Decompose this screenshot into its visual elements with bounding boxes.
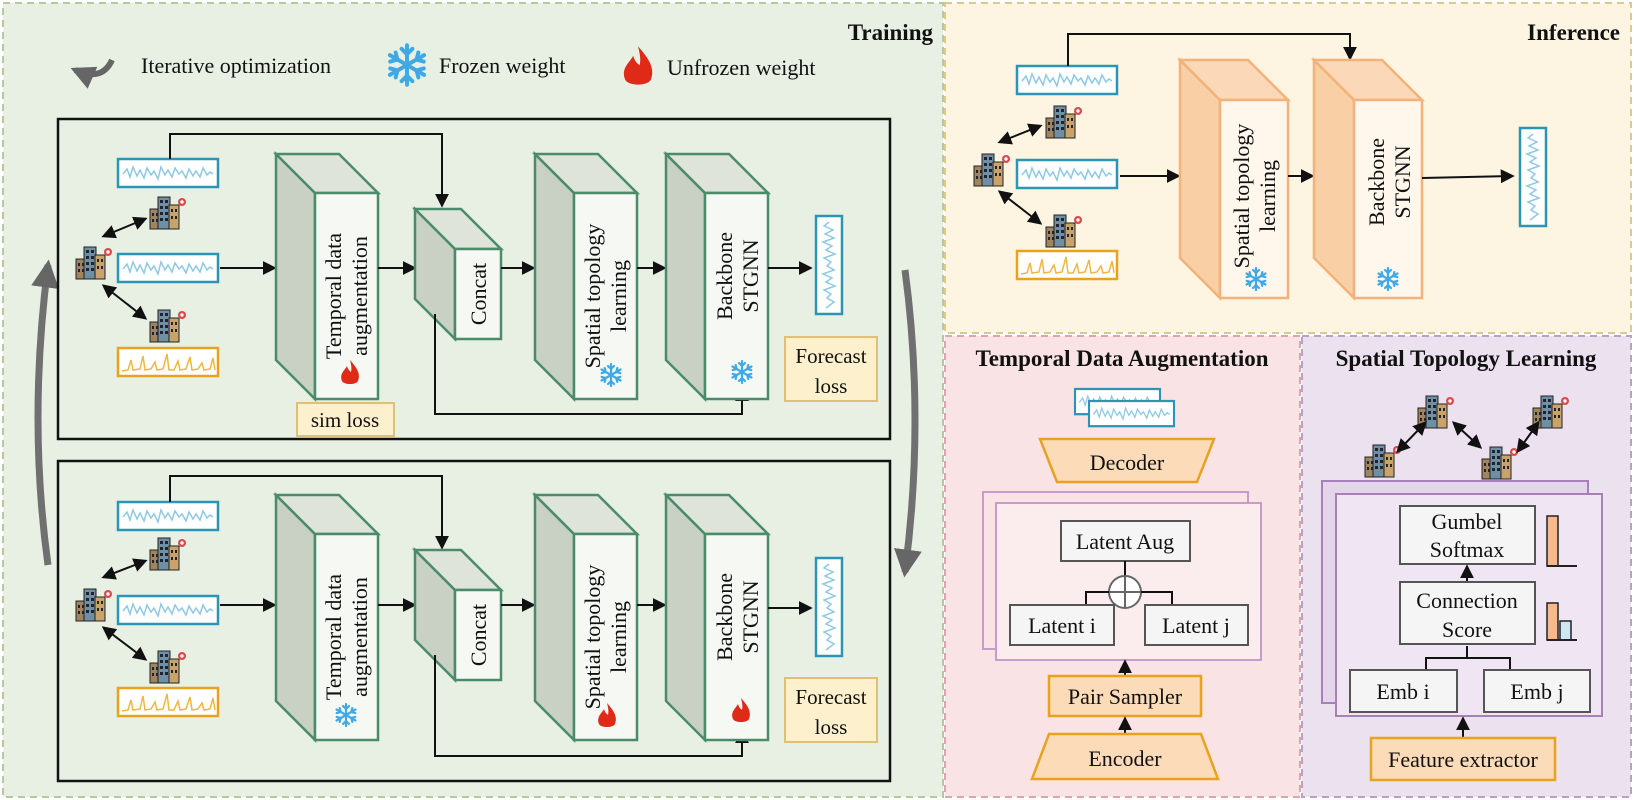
latent-j-label: Latent j	[1162, 613, 1230, 638]
legend-iterative: Iterative optimization	[141, 53, 331, 78]
concat-label-1: Concat	[466, 263, 491, 325]
time-series-icon	[116, 594, 220, 626]
latent-i-box	[1009, 604, 1115, 646]
concat-block-1: Concat	[411, 205, 505, 343]
stl-title: Spatial Topology Learning	[1336, 346, 1597, 371]
temporal-aug-block-1: Temporal data augmentation	[272, 150, 382, 403]
backbone-label-1b: STGNN	[738, 239, 763, 312]
inference-title: Inference	[1527, 20, 1620, 45]
inference-spatial-block: Spatial topology learning	[1176, 56, 1292, 302]
spatial-label-1a: Spatial topology	[580, 224, 605, 369]
spatial-label-1b: learning	[606, 260, 631, 332]
temporal-label-1b: augmentation	[347, 236, 372, 356]
temporal-label-2a: Temporal data	[321, 574, 346, 700]
spatial-block-2: Spatial topology learning	[531, 491, 641, 744]
gumbel-label-b: Softmax	[1430, 537, 1505, 562]
gumbel-bar-icon	[1546, 515, 1577, 567]
forecast-loss-2b: loss	[815, 715, 848, 739]
pair-sampler-box	[1047, 674, 1203, 718]
stage-2: Temporal data augmentation Concat Spatia…	[56, 459, 892, 783]
emb-i-label: Emb i	[1376, 679, 1429, 704]
temporal-label-2b: augmentation	[347, 577, 372, 697]
connection-label-a: Connection	[1416, 588, 1517, 613]
cycle-arrow-down-icon	[894, 269, 922, 578]
time-series-icon	[1518, 126, 1548, 228]
latent-i-label: Latent i	[1028, 613, 1096, 638]
stl-detail: Gumbel Softmax Connection Score Emb i Em…	[1321, 395, 1603, 782]
time-series-icon	[116, 686, 220, 718]
inference-backbone-label-a: Backbone	[1364, 138, 1389, 226]
forecast-loss-box-1	[784, 336, 878, 402]
time-series-icon	[1087, 399, 1176, 428]
time-series-icon	[1015, 158, 1119, 190]
inference-backbone-label-b: STGNN	[1390, 145, 1415, 218]
time-series-icon	[1015, 249, 1119, 281]
sim-loss-box	[296, 402, 395, 437]
time-series-icon	[1015, 64, 1119, 96]
feature-extractor-label: Feature extractor	[1388, 747, 1538, 772]
legend-unfrozen: Unfrozen weight	[667, 55, 815, 80]
backbone-label-1a: Backbone	[712, 232, 737, 320]
emb-j-label: Emb j	[1510, 679, 1563, 704]
decoder-shape	[1038, 437, 1216, 484]
stage-1: Temporal data augmentation Concat Spatia…	[56, 117, 892, 441]
temporal-aug-block-2: Temporal data augmentation	[272, 491, 382, 744]
inference-spatial-label-a: Spatial topology	[1229, 124, 1254, 269]
concat-label-2: Concat	[466, 604, 491, 666]
connection-score-box	[1399, 581, 1536, 645]
time-series-icon	[116, 252, 220, 284]
gumbel-softmax-box	[1399, 505, 1536, 565]
iterative-arrow-icon	[70, 58, 115, 89]
encoder-shape	[1030, 732, 1220, 781]
time-series-icon	[116, 500, 220, 532]
time-series-icon	[116, 346, 220, 378]
concat-block-2: Concat	[411, 546, 505, 684]
time-series-icon	[814, 556, 844, 658]
score-bar-icon	[1546, 602, 1577, 641]
forecast-loss-1a: Forecast	[795, 344, 866, 368]
latent-aug-box	[1060, 520, 1191, 562]
spatial-label-2b: learning	[606, 601, 631, 673]
backbone-label-2b: STGNN	[738, 580, 763, 653]
spatial-block-1: Spatial topology learning	[531, 150, 641, 403]
forecast-loss-2a: Forecast	[795, 685, 866, 709]
time-series-icon	[814, 214, 844, 316]
forecast-loss-1b: loss	[815, 374, 848, 398]
backbone-block-2: Backbone STGNN	[662, 491, 772, 744]
training-title: Training	[848, 20, 934, 45]
legend-frozen: Frozen weight	[439, 53, 565, 78]
inference-flow: Spatial topology learning Backbone STGNN	[973, 33, 1548, 302]
emb-i-box	[1349, 669, 1458, 713]
latent-aug-label: Latent Aug	[1076, 529, 1174, 554]
gumbel-label-a: Gumbel	[1432, 509, 1503, 534]
inference-spatial-label-b: learning	[1255, 160, 1280, 232]
backbone-label-2a: Backbone	[712, 573, 737, 661]
forecast-loss-box-2	[784, 677, 878, 743]
sim-loss-label: sim loss	[311, 408, 379, 432]
latent-j-box	[1144, 604, 1249, 646]
legend: Iterative optimization Frozen weight Unf…	[70, 43, 815, 89]
spatial-label-2a: Spatial topology	[580, 565, 605, 710]
connection-label-b: Score	[1442, 617, 1492, 642]
emb-j-box	[1483, 669, 1591, 713]
feature-extractor-box	[1369, 736, 1557, 782]
encoder-label: Encoder	[1088, 746, 1162, 771]
backbone-block-1: Backbone STGNN	[662, 150, 772, 403]
time-series-icon	[116, 157, 220, 189]
tda-detail: Decoder Latent Aug Latent i Latent j Pai…	[982, 387, 1262, 781]
decoder-label: Decoder	[1090, 450, 1165, 475]
pair-sampler-label: Pair Sampler	[1068, 684, 1183, 709]
inference-backbone-block: Backbone STGNN	[1310, 56, 1426, 302]
tda-title: Temporal Data Augmentation	[975, 346, 1268, 371]
cycle-arrow-up-icon	[31, 259, 60, 566]
temporal-label-1a: Temporal data	[321, 233, 346, 359]
